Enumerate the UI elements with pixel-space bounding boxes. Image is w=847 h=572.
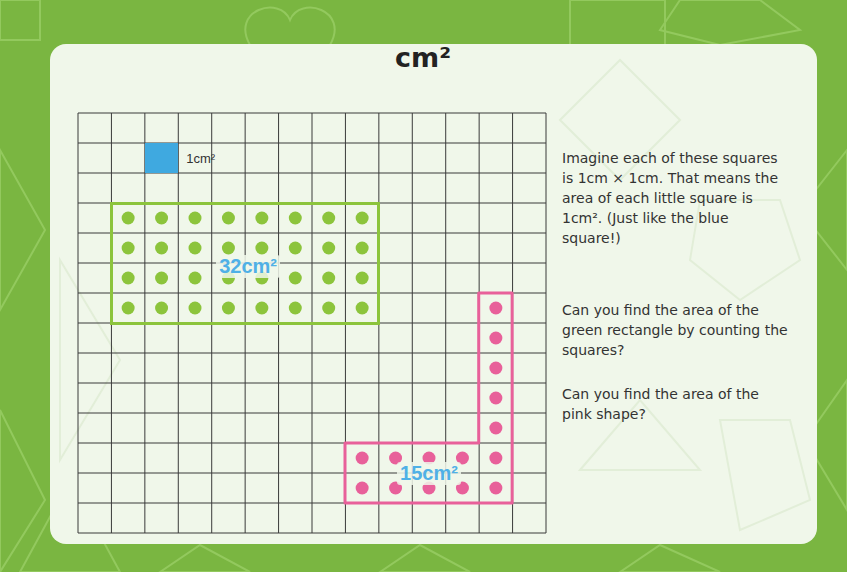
counting-dot	[489, 332, 502, 345]
counting-dot	[322, 302, 335, 315]
counting-dot	[189, 242, 202, 255]
counting-dot	[155, 272, 168, 285]
instruction-text: Can you find the area of the pink shape?	[562, 384, 790, 424]
counting-dot	[356, 482, 369, 495]
counting-dot	[122, 242, 135, 255]
counting-dot	[489, 392, 502, 405]
area-label: 32cm²	[216, 255, 280, 278]
counting-dot	[289, 302, 302, 315]
counting-dot	[255, 212, 268, 225]
pink-outline-path	[345, 293, 512, 503]
grid-line	[78, 113, 546, 114]
counting-dot	[322, 272, 335, 285]
counting-dot	[222, 212, 235, 225]
counting-dot	[122, 212, 135, 225]
square-grid	[78, 113, 546, 533]
counting-dot	[155, 302, 168, 315]
counting-dot	[356, 212, 369, 225]
area-label: 15cm²	[397, 462, 461, 485]
counting-dot	[155, 212, 168, 225]
counting-dot	[122, 272, 135, 285]
grid-line	[78, 233, 546, 234]
panel	[50, 44, 817, 544]
counting-dot	[489, 452, 502, 465]
unit-square: 1cm²	[145, 143, 178, 173]
counting-dot	[222, 302, 235, 315]
counting-dot	[322, 212, 335, 225]
counting-dot	[289, 242, 302, 255]
unit-label: 1cm²	[186, 151, 215, 166]
panel-shapes	[60, 60, 810, 530]
grid-line	[78, 263, 546, 264]
grid-line	[78, 473, 546, 474]
counting-dot	[489, 362, 502, 375]
counting-dot	[356, 242, 369, 255]
green-rectangle: 32cm²	[110, 202, 380, 325]
counting-dot	[122, 302, 135, 315]
grid-line	[78, 383, 546, 384]
counting-dot	[155, 242, 168, 255]
grid-line	[78, 533, 546, 534]
grid-line	[78, 353, 546, 354]
counting-dot	[222, 242, 235, 255]
counting-dot	[489, 422, 502, 435]
counting-dot	[255, 242, 268, 255]
counting-dot	[189, 272, 202, 285]
title: cm²	[323, 42, 523, 73]
counting-dot	[356, 272, 369, 285]
grid-line	[78, 293, 546, 294]
counting-dot	[189, 212, 202, 225]
counting-dot	[489, 482, 502, 495]
instruction-text: Imagine each of these squares is 1cm × 1…	[562, 148, 790, 248]
pink-shape: 15cm²	[345, 293, 512, 503]
counting-dot	[289, 212, 302, 225]
counting-dot	[322, 242, 335, 255]
counting-dot	[356, 452, 369, 465]
counting-dots	[122, 212, 503, 495]
grid-line	[78, 413, 546, 414]
instruction-text: Can you find the area of the green recta…	[562, 300, 790, 360]
counting-dot	[356, 302, 369, 315]
counting-dot	[255, 302, 268, 315]
counting-dot	[189, 302, 202, 315]
counting-dot	[289, 272, 302, 285]
counting-dot	[489, 302, 502, 315]
